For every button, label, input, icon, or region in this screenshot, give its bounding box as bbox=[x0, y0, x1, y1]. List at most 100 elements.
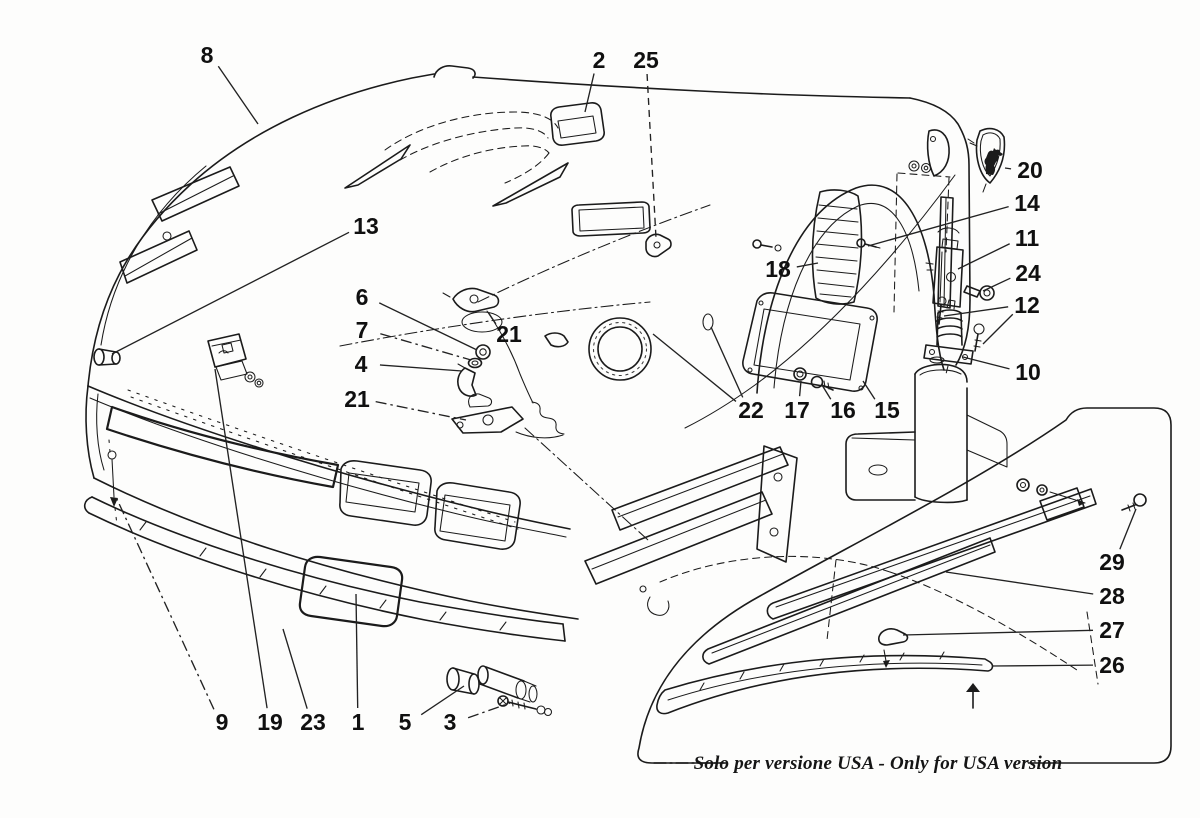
naca-duct bbox=[344, 111, 569, 207]
bumper-recess-a bbox=[339, 460, 432, 526]
callout-label-12-13: 12 bbox=[1014, 292, 1040, 318]
leader-line-21 bbox=[375, 400, 467, 421]
callout-label-24-12: 24 bbox=[1015, 260, 1041, 286]
callout-label-5-24: 5 bbox=[399, 709, 412, 735]
washer-pump bbox=[923, 299, 974, 375]
hood-latch-lower bbox=[451, 393, 649, 541]
callout-label-13-3: 13 bbox=[353, 213, 379, 239]
bumper-recess-b bbox=[434, 482, 521, 550]
leader-line-5 bbox=[420, 685, 465, 716]
duct-wing-left bbox=[344, 144, 411, 189]
leader-line-8 bbox=[217, 65, 259, 125]
latch-cable bbox=[486, 310, 569, 439]
badge-shield bbox=[967, 127, 1006, 193]
leader-line-4 bbox=[379, 364, 463, 372]
callout-label-8-0: 8 bbox=[201, 42, 214, 68]
callout-label-7-5: 7 bbox=[356, 317, 369, 343]
leader-line-7 bbox=[380, 333, 472, 361]
leader-line-20 bbox=[1004, 167, 1012, 170]
panel-nut-17 bbox=[793, 367, 807, 381]
panel-bolt-16 bbox=[810, 375, 834, 391]
callout-label-21-7: 21 bbox=[344, 386, 370, 412]
cowl-vent bbox=[571, 201, 651, 237]
washer-7 bbox=[467, 357, 483, 369]
leader-line-26 bbox=[991, 664, 1094, 667]
bracket-4 bbox=[457, 363, 477, 397]
screw-12b bbox=[973, 323, 985, 352]
callout-label-2-1: 2 bbox=[593, 47, 606, 73]
inner-fender-strip bbox=[893, 172, 954, 313]
usa-spoiler-blade bbox=[656, 651, 994, 715]
buffer-13 bbox=[93, 348, 121, 366]
usa-bumper-bar-upper bbox=[766, 488, 1097, 620]
callout-label-14-10: 14 bbox=[1014, 190, 1040, 216]
car-body-outline bbox=[87, 65, 971, 429]
access-panel bbox=[742, 292, 878, 392]
duct-wing-right bbox=[492, 162, 569, 207]
grille-mesh bbox=[298, 555, 404, 628]
inset-panel-border bbox=[637, 407, 1172, 764]
lock-assembly bbox=[925, 227, 964, 308]
grommet-oval bbox=[702, 313, 714, 331]
usa-slider-block bbox=[1039, 487, 1085, 521]
hood-vent-frame bbox=[550, 102, 605, 146]
spacer-cylinder bbox=[446, 667, 480, 695]
leader-line-27 bbox=[902, 629, 1094, 636]
callout-label-1-23: 1 bbox=[352, 709, 365, 735]
vent-window bbox=[926, 129, 950, 177]
louver-vent bbox=[811, 189, 863, 305]
usa-bolt-29 bbox=[1121, 493, 1147, 512]
leader-line-2 bbox=[584, 73, 595, 113]
callout-label-20-9: 20 bbox=[1017, 157, 1043, 183]
usa-pin-26 bbox=[966, 683, 980, 709]
callout-label-29-26: 29 bbox=[1099, 549, 1125, 575]
leader-line-13 bbox=[111, 231, 350, 355]
headlight-ring bbox=[588, 317, 652, 381]
caption-backdrop bbox=[726, 748, 1028, 778]
badge-nuts bbox=[908, 160, 932, 174]
callout-label-28-27: 28 bbox=[1099, 583, 1125, 609]
leader-line-6 bbox=[378, 302, 478, 351]
hood-front-edge bbox=[87, 385, 571, 538]
support-beams bbox=[584, 445, 798, 616]
latch-25 bbox=[645, 233, 672, 258]
usa-bumper-parts bbox=[656, 478, 1147, 715]
leader-line-17 bbox=[798, 380, 802, 397]
front-spoiler bbox=[83, 496, 566, 642]
leader-line-28 bbox=[945, 571, 1094, 595]
usa-bumper-bar-lower bbox=[702, 537, 996, 665]
screw-3 bbox=[497, 695, 553, 717]
callout-label-10-14: 10 bbox=[1015, 359, 1041, 385]
arch-bolt bbox=[752, 239, 782, 252]
usa-nuts bbox=[1016, 478, 1086, 506]
leader-line-22 bbox=[652, 333, 737, 402]
leader-line-16 bbox=[821, 384, 832, 400]
washer-bottle bbox=[845, 356, 1008, 504]
callout-label-3-25: 3 bbox=[444, 709, 457, 735]
callout-label-16-18: 16 bbox=[830, 397, 856, 423]
callout-label-21-8: 21 bbox=[496, 321, 522, 347]
leader-line-21 bbox=[487, 311, 497, 325]
callout-label-23-22: 23 bbox=[300, 709, 326, 735]
callout-label-6-4: 6 bbox=[356, 284, 369, 310]
leader-line-24 bbox=[982, 277, 1011, 292]
leader-line-15 bbox=[862, 380, 876, 400]
cable-end-fitting bbox=[544, 332, 569, 348]
corner-vents bbox=[119, 166, 240, 284]
leader-line-10 bbox=[962, 356, 1010, 370]
leader-line-3 bbox=[467, 702, 511, 719]
grommet-6 bbox=[475, 344, 491, 360]
callout-label-4-6: 4 bbox=[355, 351, 368, 377]
usa-bracket-27 bbox=[878, 628, 909, 668]
callout-label-26-29: 26 bbox=[1099, 652, 1125, 678]
leader-line-12 bbox=[943, 306, 1009, 317]
callout-label-15-19: 15 bbox=[874, 397, 900, 423]
leader-line-11 bbox=[957, 243, 1010, 270]
hood-latch-upper bbox=[442, 287, 503, 333]
leader-line-14 bbox=[867, 206, 1009, 247]
tow-tube bbox=[477, 665, 538, 703]
callout-label-27-28: 27 bbox=[1099, 617, 1125, 643]
callout-label-9-20: 9 bbox=[216, 709, 229, 735]
